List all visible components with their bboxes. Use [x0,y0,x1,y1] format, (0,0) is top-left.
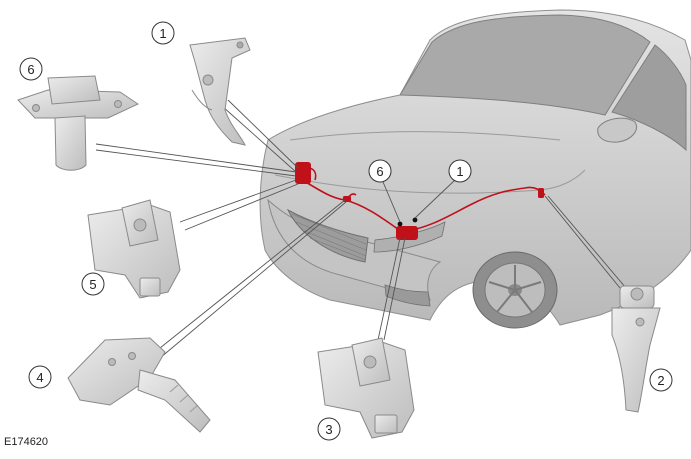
callout-1-bonnet-latch: 1 [151,21,175,45]
bonnet-shutline [274,169,586,194]
front-wheel [472,251,558,329]
side-window [611,44,687,152]
callout-label: 6 [376,164,383,179]
callout-label: 2 [657,373,664,388]
component-bonnet-switch [17,75,140,171]
windscreen [399,14,651,116]
bonnet-crease [289,131,561,141]
callouts: 1 6 6 1 5 4 3 [19,21,673,441]
callout-5-lower-latch: 5 [81,272,105,296]
callout-label: 3 [325,422,332,437]
component-lower-latch-right [317,337,415,439]
callout-label: 4 [36,370,43,385]
callout-2-release-handle: 2 [649,368,673,392]
harness-connectors [295,162,544,240]
component-bonnet-latch-upper [189,37,251,146]
callout-dot-6 [397,221,403,227]
callout-6-switch: 6 [19,57,43,81]
component-mounting-bracket [67,337,211,433]
callout-label: 1 [456,164,463,179]
left-latch-connector [295,162,311,184]
vehicle-body [259,9,691,329]
callout-label: 6 [27,62,34,77]
release-handle-connector [538,188,544,198]
callout-1-car: 1 [448,159,472,183]
leader-lines [95,99,627,359]
right-latch-connector [396,226,418,240]
callout-label: 1 [159,26,166,41]
component-lower-latch-left [87,199,181,299]
callout-dot-1 [412,217,418,223]
callout-3-right-latch: 3 [317,417,341,441]
callout-6-car: 6 [368,159,392,183]
callout-4-bracket: 4 [28,365,52,389]
figure-id: E174620 [4,436,49,448]
wing-mirror [597,117,637,143]
lower-air-intake [384,284,431,307]
component-release-handle [611,285,661,413]
callout-label: 5 [89,277,96,292]
grille-mesh [291,213,367,261]
